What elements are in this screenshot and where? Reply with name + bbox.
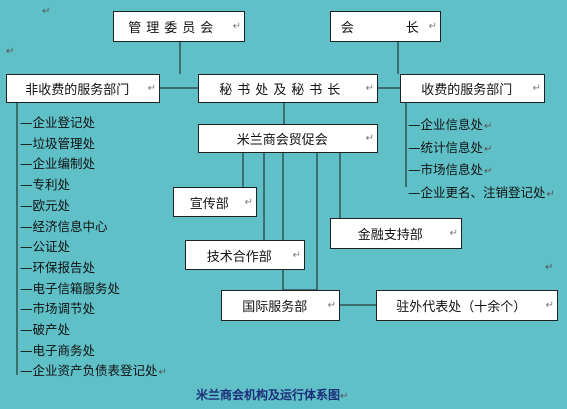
non-fee-departments-box: 非收费的服务部门 ↵ — [6, 74, 160, 103]
overseas-offices-label: 驻外代表处（十余个） — [396, 300, 527, 315]
non-fee-departments-label: 非收费的服务部门 — [25, 83, 130, 98]
tech-cooperation-label: 技术合作部 — [206, 249, 272, 265]
list-item: —统计信息处↵ — [408, 139, 493, 155]
secretariat-label: 秘书处及秘书长 — [219, 83, 346, 98]
fee-departments-box: 收费的服务部门 ↵ — [400, 74, 545, 103]
chamber-committee-label: 米兰商会贸促会 — [236, 133, 328, 148]
tech-cooperation-box: 技术合作部 ↵ — [185, 240, 305, 270]
publicity-label: 宣传部 — [189, 196, 229, 212]
fee-items-list: —企业信息处↵ —统计信息处↵ —市场信息处↵ —企业更名、注销登记处↵ — [408, 115, 555, 206]
diagram-caption: 米兰商会机构及运行体系图↵ — [196, 388, 349, 402]
publicity-box: 宣传部 ↵ — [173, 187, 257, 217]
list-item: —破产处 — [20, 322, 71, 338]
list-item: —企业登记处 — [20, 115, 96, 130]
overseas-offices-box: 驻外代表处（十余个） ↵ — [376, 290, 558, 321]
list-item: —企业编制处 — [20, 156, 96, 172]
list-item: —垃圾管理处 — [20, 135, 96, 151]
paragraph-mark: ↵ — [545, 262, 554, 273]
management-committee-box: 管理委员会 ↵ — [113, 11, 245, 42]
list-item: —市场调节处 — [20, 301, 96, 317]
finance-support-box: 金融支持部 ↵ — [330, 218, 462, 249]
list-item: —经济信息中心 — [20, 218, 108, 234]
list-item: —公证处 — [20, 239, 71, 255]
management-committee-label: 管理委员会 — [128, 21, 219, 36]
list-item: —企业资产负债表登记处↵ — [20, 363, 167, 379]
fee-departments-label: 收费的服务部门 — [421, 83, 513, 98]
secretariat-box: 秘书处及秘书长 ↵ — [198, 74, 378, 103]
list-item: —企业更名、注销登记处↵ — [408, 185, 555, 201]
paragraph-mark: ↵ — [6, 46, 15, 57]
list-item: —电子商务处 — [20, 342, 96, 358]
president-box: 会 长 ↵ — [330, 11, 441, 42]
list-item: —欧元处 — [20, 197, 71, 213]
international-service-box: 国际服务部 ↵ — [221, 290, 340, 321]
chamber-committee-box: 米兰商会贸促会 ↵ — [198, 124, 378, 153]
international-service-label: 国际服务部 — [242, 300, 308, 315]
paragraph-mark: ↵ — [42, 6, 51, 17]
list-item: —市场信息处↵ — [408, 162, 493, 178]
finance-support-label: 金融支持部 — [357, 228, 423, 243]
list-item: —企业信息处↵ — [408, 117, 493, 132]
list-item: —专利处 — [20, 177, 71, 193]
non-fee-items-list: —企业登记处 —垃圾管理处 —企业编制处 —专利处 —欧元处 —经济信息中心 —… — [20, 113, 167, 384]
list-item: —电子信箱服务处 — [20, 280, 121, 296]
list-item: —环保报告处 — [20, 259, 96, 275]
president-label: 会 长 — [340, 21, 419, 36]
